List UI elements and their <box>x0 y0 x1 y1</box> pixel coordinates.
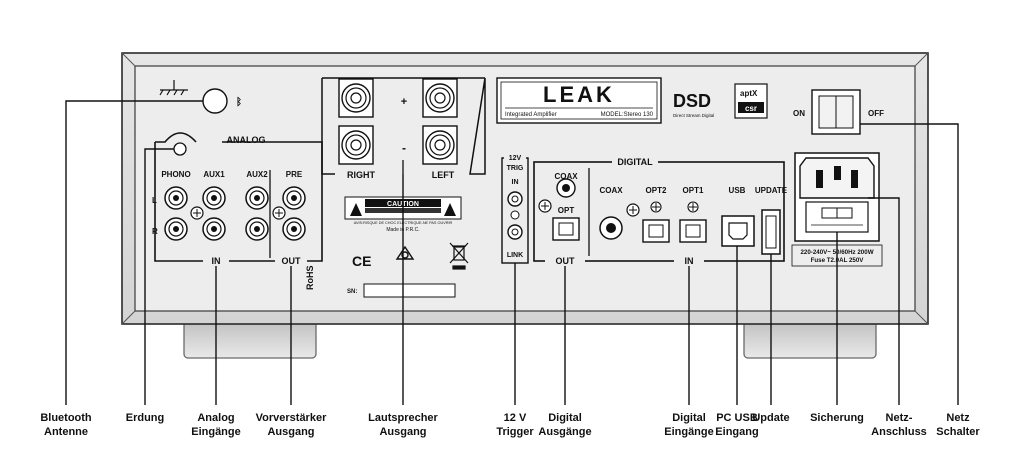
digital-out-label: OUT <box>556 256 576 266</box>
callout-leader-lines <box>65 100 959 405</box>
opt2-label: OPT2 <box>646 186 667 195</box>
speaker-binding-post <box>338 125 374 165</box>
callout-digital-in-line-2: Eingänge <box>664 426 714 438</box>
rca-jack <box>164 217 188 241</box>
callout-bluetooth-line-2: Antenne <box>44 426 88 438</box>
rca-jack <box>202 186 226 210</box>
callout-digital-in-line-1: Digital <box>672 412 706 424</box>
ground-terminal <box>173 142 187 156</box>
trigger-section: 12V TRIG IN LINK <box>501 153 529 264</box>
switch-off-label: OFF <box>868 109 884 118</box>
rca-jacks <box>164 186 306 241</box>
leak-nameplate: LEAK Integrated Amplifier MODEL:Stereo 1… <box>496 77 662 124</box>
callout-power-switch-line-1: Netz <box>946 412 970 424</box>
callout-digital-out-line-1: Digital <box>548 412 582 424</box>
callout-trigger-line-1: 12 V <box>504 412 527 424</box>
callout-pc-usb-line-2: Eingang <box>715 426 758 438</box>
svg-text:csr: csr <box>745 104 757 113</box>
label-pre: PRE <box>286 170 303 179</box>
callout-ground-line-1: Erdung <box>126 412 165 424</box>
label-phono: PHONO <box>161 170 190 179</box>
digital-in-label: IN <box>685 256 694 266</box>
opt-out-label: OPT <box>558 206 575 215</box>
rca-jack <box>282 186 306 210</box>
power-switch: ON OFF <box>793 89 884 135</box>
minus-label: - <box>402 141 406 155</box>
model-type: Integrated Amplifier <box>505 112 557 118</box>
analog-title: ANALOG <box>227 135 266 145</box>
analog-in-label: IN <box>212 256 221 266</box>
callout-analog-in-line-2: Eingänge <box>191 426 241 438</box>
callout-fuse-line-1: Sicherung <box>810 412 864 424</box>
callout-update-line-1: Update <box>752 412 789 424</box>
ground-screw-analog <box>190 206 286 220</box>
speaker-binding-post <box>338 78 374 118</box>
rca-jack <box>282 217 306 241</box>
trigger-in-label: IN <box>512 179 519 186</box>
label-aux1: AUX1 <box>203 170 225 179</box>
bluetooth-antenna-jack <box>202 88 228 114</box>
speaker-right-label: RIGHT <box>347 170 376 180</box>
serial-plate <box>363 283 456 298</box>
callout-analog-in-line-1: Analog <box>197 412 234 424</box>
trigger-link-label: LINK <box>507 252 523 259</box>
speaker-binding-post <box>422 78 458 118</box>
rcm-mark-icon <box>395 245 415 260</box>
speaker-binding-post <box>422 125 458 165</box>
callout-digital-out-line-2: Ausgänge <box>538 426 591 438</box>
brand-logo: LEAK <box>543 82 615 107</box>
speaker-left-label: LEFT <box>432 170 455 180</box>
ground-symbol <box>159 80 188 96</box>
callout-preamp-out-line-2: Ausgang <box>267 426 314 438</box>
opt1-label: OPT1 <box>683 186 704 195</box>
speaker-section: + - RIGHT LEFT <box>321 77 486 180</box>
model-name: MODEL:Stereo 130 <box>601 112 654 118</box>
callout-mains-line-1: Netz- <box>886 412 913 424</box>
weee-bin-icon <box>449 242 469 270</box>
trigger-title: 12V <box>509 155 522 162</box>
callout-pc-usb-line-1: PC USB <box>716 412 758 424</box>
rca-jack <box>245 217 269 241</box>
callout-preamp-out-line-1: Vorverstärker <box>256 412 327 424</box>
callout-power-switch-line-2: Schalter <box>936 426 980 438</box>
callout-speaker-line-1: Lautsprecher <box>368 412 438 424</box>
rca-jack <box>245 186 269 210</box>
trigger-subtitle: TRIG <box>507 165 524 172</box>
label-l: L <box>152 196 157 205</box>
callout-bluetooth-line-1: Bluetooth <box>40 412 92 424</box>
label-r: R <box>152 227 158 236</box>
callout-mains-line-2: Anschluss <box>871 426 927 438</box>
rca-jack <box>202 217 226 241</box>
coax-in-label: COAX <box>599 186 623 195</box>
coax-out-label: COAX <box>554 172 578 181</box>
svg-text:aptX: aptX <box>740 89 758 98</box>
serial-label: SN: <box>347 289 357 295</box>
plus-label: + <box>401 96 407 108</box>
digital-title: DIGITAL <box>617 157 653 167</box>
aptx-logo: aptX csr <box>734 83 768 119</box>
digital-section: DIGITAL COAX OPT OUT COAX OPT2 OPT1 USB … <box>533 156 788 266</box>
bluetooth-icon: ᛒ <box>236 96 242 108</box>
rca-jack <box>164 186 188 210</box>
switch-on-label: ON <box>793 109 805 118</box>
usb-label: USB <box>729 186 746 195</box>
dsd-logo: DSD <box>673 91 711 111</box>
ce-mark: CE <box>352 253 371 269</box>
dsd-subtitle: Direct Stream Digital <box>673 113 714 118</box>
label-aux2: AUX2 <box>246 170 268 179</box>
rohs-mark: RoHS <box>305 266 315 291</box>
analog-out-label: OUT <box>282 256 302 266</box>
callout-trigger-line-2: Trigger <box>496 426 534 438</box>
analog-section: ANALOG PHONO AUX1 AUX2 PRE L R IN OUT <box>152 132 323 266</box>
update-label: UPDATE <box>755 186 788 195</box>
callout-speaker-line-2: Ausgang <box>379 426 426 438</box>
